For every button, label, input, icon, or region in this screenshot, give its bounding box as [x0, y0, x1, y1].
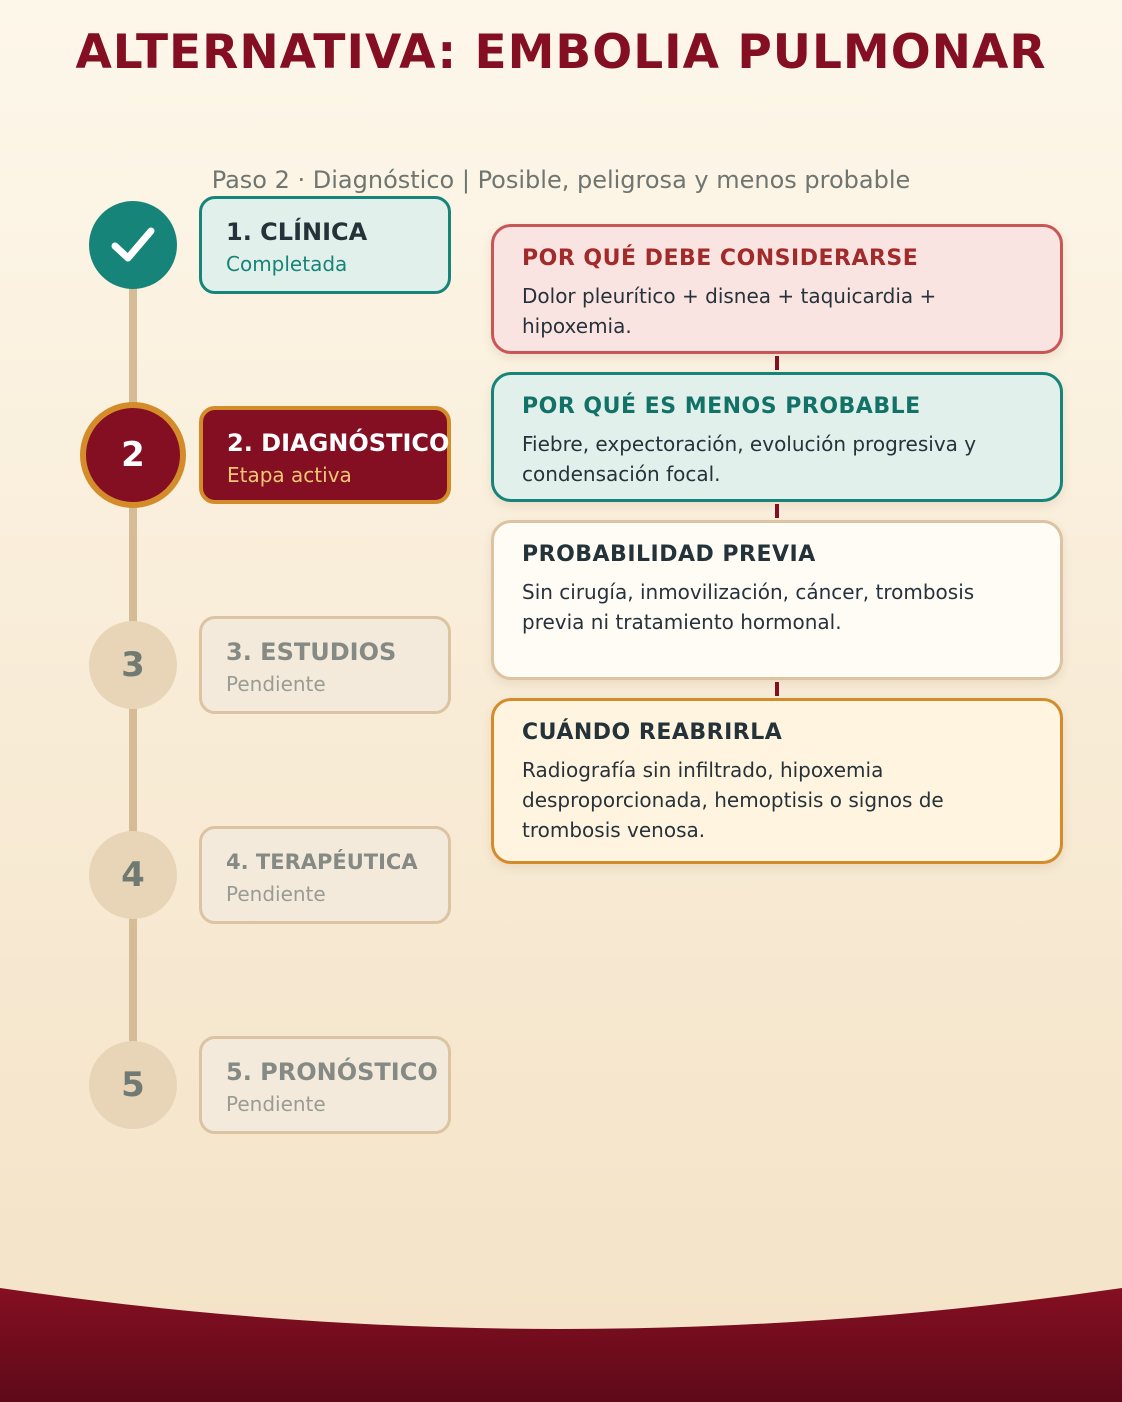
- step-1-card[interactable]: 1. CLÍNICA Completada: [199, 196, 451, 294]
- step-1-status: Completada: [226, 252, 348, 276]
- step-5-title: 5. PRONÓSTICO: [226, 1058, 438, 1086]
- card-connector: [775, 682, 779, 696]
- info-card-heading: POR QUÉ DEBE CONSIDERARSE: [522, 246, 919, 271]
- info-card-reopen: CUÁNDO REABRIRLA Radiografía sin infiltr…: [491, 698, 1063, 864]
- card-connector: [775, 504, 779, 518]
- step-5-marker: 5: [89, 1041, 177, 1129]
- step-2-marker: 2: [80, 402, 186, 508]
- footer-wave: [0, 1288, 1122, 1402]
- check-icon: [111, 227, 155, 262]
- step-4-marker: 4: [89, 831, 177, 919]
- info-card-less-probable: POR QUÉ ES MENOS PROBABLE Fiebre, expect…: [491, 372, 1063, 502]
- step-3-marker: 3: [89, 621, 177, 709]
- info-card-heading: POR QUÉ ES MENOS PROBABLE: [522, 394, 921, 419]
- step-4-card[interactable]: 4. TERAPÉUTICA Pendiente: [199, 826, 451, 924]
- step-3-card[interactable]: 3. ESTUDIOS Pendiente: [199, 616, 451, 714]
- step-3-title: 3. ESTUDIOS: [226, 638, 397, 666]
- step-4-title: 4. TERAPÉUTICA: [226, 850, 418, 874]
- step-1-marker: [89, 201, 177, 289]
- step-4-status: Pendiente: [226, 882, 326, 906]
- info-card-heading: PROBABILIDAD PREVIA: [522, 542, 816, 567]
- info-card-consider: POR QUÉ DEBE CONSIDERARSE Dolor pleuríti…: [491, 224, 1063, 354]
- info-card-body: Fiebre, expectoración, evolución progres…: [522, 432, 977, 486]
- step-2-status: Etapa activa: [227, 463, 352, 487]
- info-card-prior-probability: PROBABILIDAD PREVIA Sin cirugía, inmovil…: [491, 520, 1063, 680]
- page-subtitle: Paso 2 · Diagnóstico | Posible, peligros…: [211, 166, 911, 194]
- card-connector: [775, 356, 779, 370]
- info-card-heading: CUÁNDO REABRIRLA: [522, 720, 783, 745]
- step-1-title: 1. CLÍNICA: [226, 218, 368, 246]
- step-5-card[interactable]: 5. PRONÓSTICO Pendiente: [199, 1036, 451, 1134]
- step-2-title: 2. DIAGNÓSTICO: [227, 429, 450, 457]
- step-3-status: Pendiente: [226, 672, 326, 696]
- step-5-status: Pendiente: [226, 1092, 326, 1116]
- info-card-body: Sin cirugía, inmovilización, cáncer, tro…: [522, 580, 975, 634]
- info-card-body: Dolor pleurítico + disnea + taquicardia …: [522, 284, 937, 338]
- info-card-body: Radiografía sin infiltrado, hipoxemia de…: [522, 758, 944, 842]
- step-2-card[interactable]: 2. DIAGNÓSTICO Etapa activa: [199, 406, 451, 504]
- page-title: ALTERNATIVA: EMBOLIA PULMONAR: [75, 25, 1047, 80]
